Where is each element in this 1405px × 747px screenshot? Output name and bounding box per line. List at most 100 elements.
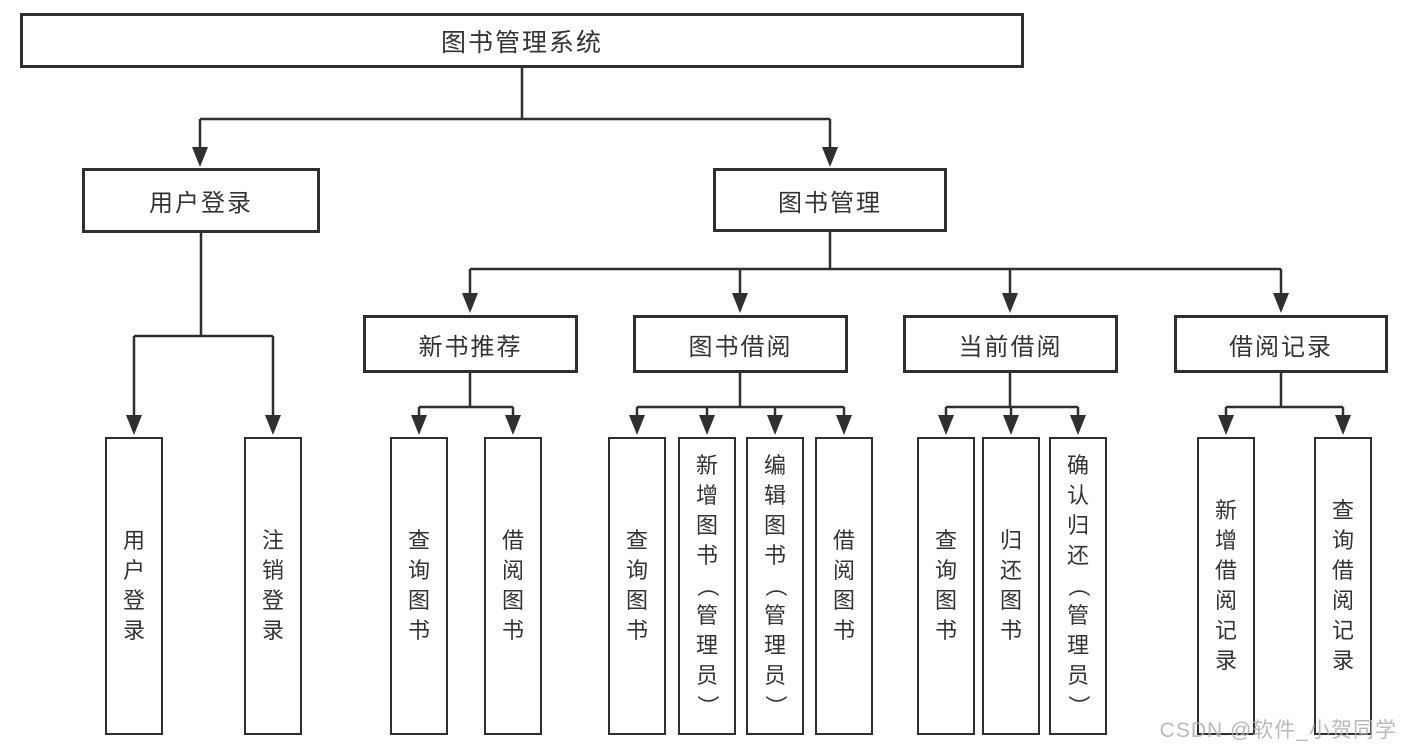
arrow-icon [732, 293, 748, 313]
leaf-return-books: 归还图书 [982, 437, 1040, 735]
vertical-label-char: 登 [122, 588, 145, 613]
vertical-label-char: 图 [934, 588, 957, 613]
vertical-label-char: 借 [1331, 558, 1354, 583]
vertical-label-char: 书 [695, 543, 718, 568]
vertical-label-char: 还 [1066, 543, 1089, 568]
vertical-label-char: 销 [261, 558, 284, 583]
vertical-label-char: 编 [763, 453, 786, 478]
arrow-icon [629, 415, 645, 435]
vertical-label-char: 书 [832, 618, 855, 643]
vertical-label-char: 书 [934, 618, 957, 643]
vertical-label-char: 借 [501, 528, 524, 553]
arrow-icon [505, 415, 521, 435]
edge-user-login-to-children [132, 233, 275, 417]
vertical-label-char: 录 [1331, 648, 1354, 673]
leaf-confirm-return-admin: 确认归还（管理员） [1049, 437, 1107, 735]
vertical-label-char: 阅 [1331, 588, 1354, 613]
node-label: 用户登录 [149, 190, 253, 217]
arrow-icon [699, 415, 715, 435]
arrow-icon [1002, 293, 1018, 313]
vertical-label-char: 员 [1066, 663, 1089, 688]
vertical-label-char: 记 [1331, 618, 1354, 643]
vertical-label-char: 查 [934, 528, 957, 553]
vertical-label-char: 辑 [763, 483, 786, 508]
arrow-icon [1003, 415, 1019, 435]
leaf-recommend-query-books: 查询图书 [390, 437, 448, 735]
arrow-icon [411, 415, 427, 435]
node-root-system: 图书管理系统 [20, 13, 1024, 68]
arrow-icon [1218, 415, 1234, 435]
vertical-label-char: 增 [695, 483, 718, 508]
vertical-label-char: 理 [763, 633, 786, 658]
node-label: 新书推荐 [418, 333, 523, 361]
vertical-label-char: 用 [122, 528, 145, 553]
node-label: 图书管理系统 [440, 28, 603, 57]
vertical-label-char: 阅 [832, 558, 855, 583]
leaf-borrow-books: 借阅图书 [815, 437, 873, 735]
vertical-label-char: 书 [625, 618, 648, 643]
vertical-label-char: 询 [934, 558, 957, 583]
node-book-borrow: 图书借阅 [633, 315, 848, 373]
arrow-icon [836, 415, 852, 435]
vertical-label-char: 书 [763, 543, 786, 568]
node-label: 当前借阅 [958, 333, 1063, 361]
vertical-label-char: 阅 [501, 558, 524, 583]
leaf-edit-books-admin: 编辑图书（管理员） [746, 437, 804, 735]
vertical-label-char: 户 [122, 558, 145, 583]
vertical-label-char: ） [1065, 694, 1091, 718]
leaf-current-query-books: 查询图书 [917, 437, 975, 735]
vertical-label-char: 管 [695, 603, 718, 628]
vertical-label-char: 确 [1066, 453, 1089, 478]
edge-root-to-level2 [198, 68, 832, 149]
node-current-borrow: 当前借阅 [903, 315, 1118, 373]
vertical-label-char: 询 [625, 558, 648, 583]
leaf-borrow-query-books: 查询图书 [608, 437, 666, 735]
arrow-icon [1070, 415, 1086, 435]
vertical-label-char: ） [694, 694, 720, 718]
edge-book-borrow-to-children [635, 373, 846, 417]
vertical-label-char: 图 [832, 588, 855, 613]
arrow-icon [192, 147, 208, 167]
node-label: 借阅记录 [1229, 333, 1333, 361]
arrow-icon [462, 293, 478, 313]
vertical-label-char: 询 [1331, 528, 1354, 553]
vertical-label-char: 借 [1214, 558, 1237, 583]
vertical-label-char: 阅 [1214, 588, 1237, 613]
vertical-label-char: 书 [999, 618, 1022, 643]
edge-borrow-records-to-children [1224, 373, 1345, 417]
vertical-label-char: ） [762, 694, 788, 718]
vertical-label-char: 员 [695, 663, 718, 688]
arrow-icon [1273, 293, 1289, 313]
vertical-label-char: 归 [999, 528, 1022, 553]
vertical-label-char: 借 [832, 528, 855, 553]
vertical-label-char: 书 [501, 618, 524, 643]
vertical-label-char: 管 [763, 603, 786, 628]
vertical-label-char: 查 [1331, 498, 1354, 523]
leaf-query-borrow-record: 查询借阅记录 [1314, 437, 1372, 735]
vertical-label-char: 登 [261, 588, 284, 613]
vertical-label-char: 询 [407, 558, 430, 583]
node-book-management: 图书管理 [713, 168, 947, 232]
node-borrow-records: 借阅记录 [1174, 315, 1388, 373]
vertical-label-char: 新 [695, 453, 718, 478]
vertical-label-char: 图 [501, 588, 524, 613]
node-user-login: 用户登录 [82, 168, 320, 233]
edge-new-book-recommend-to-children [417, 373, 515, 417]
vertical-label-char: 记 [1214, 618, 1237, 643]
watermark: CSDN @软件_小贺同学 [1159, 719, 1397, 742]
vertical-label-char: 书 [407, 618, 430, 643]
vertical-label-char: 图 [999, 588, 1022, 613]
leaf-add-borrow-record: 新增借阅记录 [1197, 437, 1255, 735]
leaf-recommend-borrow-books: 借阅图书 [484, 437, 542, 735]
vertical-label-char: 录 [122, 618, 145, 643]
vertical-label-char: （ [694, 574, 720, 598]
leaf-add-books-admin: 新增图书（管理员） [678, 437, 736, 735]
vertical-label-char: 图 [763, 513, 786, 538]
edge-book-management-to-children [468, 232, 1283, 295]
arrow-icon [126, 415, 142, 435]
node-new-book-recommend: 新书推荐 [363, 315, 578, 373]
vertical-label-char: 图 [625, 588, 648, 613]
leaf-logout: 注销登录 [244, 437, 302, 735]
